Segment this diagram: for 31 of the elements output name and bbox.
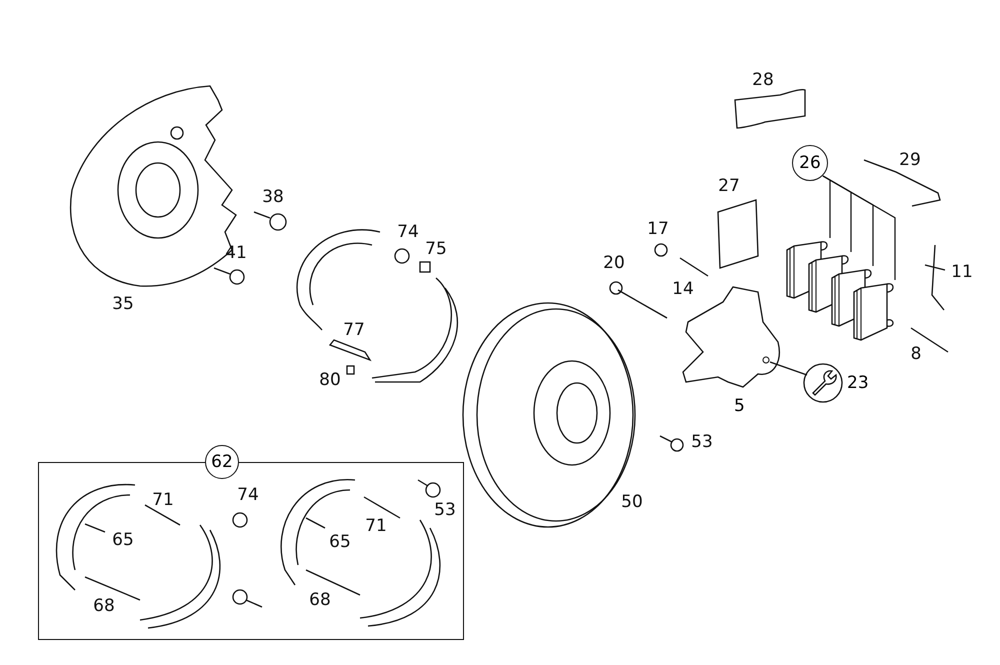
- callout-number: 38: [262, 188, 284, 206]
- callout-number: 26: [799, 153, 821, 173]
- callout-number: 23: [847, 373, 869, 393]
- callout-number: 62: [211, 452, 233, 472]
- callout-number: 50: [621, 493, 643, 511]
- callout-number: 65: [329, 533, 351, 551]
- callout-number: 74: [397, 223, 419, 241]
- callout-number: 68: [309, 591, 331, 609]
- callout-number: 35: [112, 295, 134, 313]
- callout-number: 80: [319, 371, 341, 389]
- callout-number: 5: [734, 396, 745, 416]
- callout-number: 29: [899, 151, 921, 169]
- callout-number: 28: [752, 71, 774, 89]
- callout-number: 77: [343, 321, 365, 339]
- callout-number: 75: [425, 240, 447, 258]
- callout-number: 74: [237, 486, 259, 504]
- callout-number: 11: [951, 263, 973, 281]
- callout-number: 20: [603, 254, 625, 272]
- callout-number: 17: [647, 220, 669, 238]
- callout-number: 27: [718, 177, 740, 195]
- callout-number: 53: [691, 433, 713, 451]
- leader-line: [822, 175, 896, 280]
- callout-number: 65: [112, 531, 134, 549]
- callout-number: 68: [93, 597, 115, 615]
- callout-number: 71: [365, 517, 387, 535]
- callout-number: 53: [434, 501, 456, 519]
- callout-number: 14: [672, 280, 694, 298]
- leader-line: [770, 361, 808, 376]
- callout-number: 8: [910, 345, 922, 363]
- callout-circle: [792, 145, 828, 181]
- callout-number: 71: [152, 491, 174, 509]
